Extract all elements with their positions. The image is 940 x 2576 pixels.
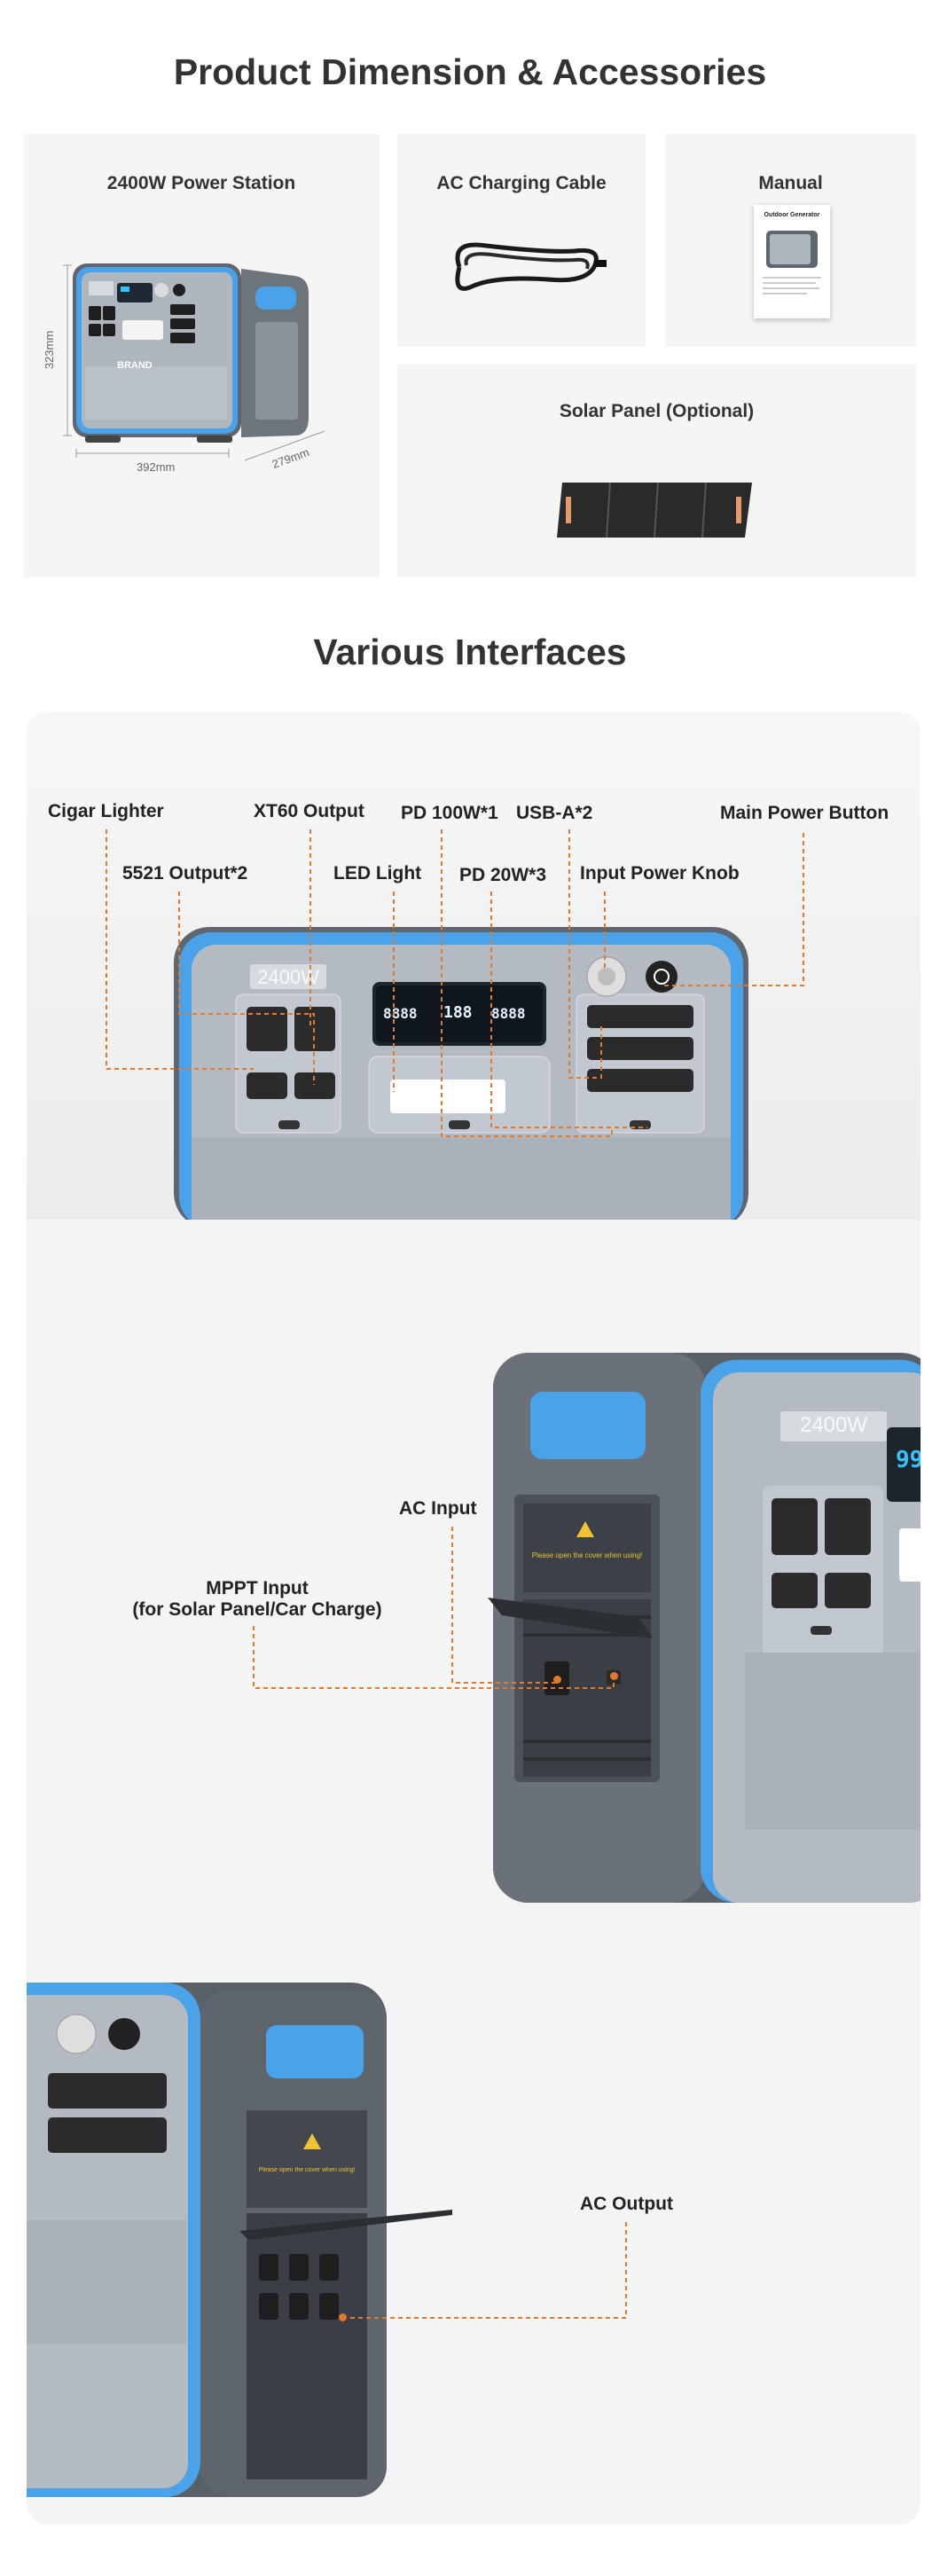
label-mppt-input-line1: MPPT Input (206, 1578, 309, 1598)
side-lcd-reading: 99 (896, 1447, 920, 1473)
lcd-mid-reading: 188 (443, 1003, 473, 1022)
ac-output-cover-warning: Please open the cover when using! (258, 2167, 356, 2173)
ac-input-marker (553, 1676, 561, 1684)
manual-cover-image (763, 231, 821, 295)
front-unit-illustration (174, 927, 748, 1220)
card-solar-panel: Solar Panel (Optional) (397, 364, 916, 577)
card-label: 2400W Power Station (106, 173, 296, 193)
solar-panel-illustration (557, 482, 752, 538)
label-usb-a: USB-A*2 (516, 803, 593, 823)
label-5521-output: 5521 Output*2 (122, 863, 248, 884)
label-xt60-output: XT60 Output (254, 801, 364, 821)
card-ac-cable: AC Charging Cable (397, 134, 646, 347)
card-label: Manual (758, 173, 823, 193)
label-input-power-knob: Input Power Knob (580, 863, 740, 884)
card-label: AC Charging Cable (436, 173, 607, 193)
ac-cable-illustration (455, 242, 607, 291)
card-label: Solar Panel (Optional) (559, 401, 755, 421)
label-ac-input: AC Input (399, 1498, 477, 1519)
side-model-badge: 2400W (799, 1413, 868, 1437)
front-leader-lines (106, 829, 804, 1137)
label-mppt-input-line2: (for Solar Panel/Car Charge) (132, 1599, 382, 1620)
ac-output-leader-line (344, 2222, 627, 2319)
mppt-input-marker (610, 1672, 618, 1680)
label-pd20: PD 20W*3 (459, 865, 547, 885)
side-unit-front-illustration (27, 1983, 452, 2497)
interfaces-panel: 2400W 8888 188 8888 Cigar Lighter XT60 O… (27, 712, 920, 2525)
brand-logo: BRAND (117, 360, 153, 371)
label-pd100: PD 100W*1 (401, 803, 498, 823)
power-station-illustration (63, 263, 325, 461)
side-leader-lines (253, 1527, 615, 1689)
dim-height: 323mm (43, 330, 57, 370)
side-cover-warning: Please open the cover when using! (531, 1551, 643, 1559)
label-cigar-lighter: Cigar Lighter (48, 801, 164, 821)
manual-cover-title: Outdoor Generator (764, 212, 820, 218)
label-ac-output: AC Output (580, 2194, 673, 2214)
card-power-station: 2400W Power Station BRAND 323m (23, 134, 380, 577)
label-led-light: LED Light (333, 863, 422, 884)
label-mppt-input: MPPT Input (for Solar Panel/Car Charge) (126, 1578, 388, 1621)
dim-width: 392mm (137, 460, 176, 474)
label-main-power-button: Main Power Button (720, 803, 889, 823)
card-manual: Manual Outdoor Generator (665, 134, 916, 347)
lcd-left-reading: 8888 (383, 1005, 418, 1022)
ac-output-marker (339, 2313, 347, 2321)
lcd-right-reading: 8888 (491, 1005, 526, 1022)
section-title-interfaces: Various Interfaces (313, 632, 627, 672)
section-title-dimensions: Product Dimension & Accessories (173, 51, 767, 92)
side-unit-back-illustration (488, 1353, 920, 1903)
manual-booklet: Outdoor Generator (754, 205, 830, 318)
front-model-badge: 2400W (257, 966, 319, 988)
